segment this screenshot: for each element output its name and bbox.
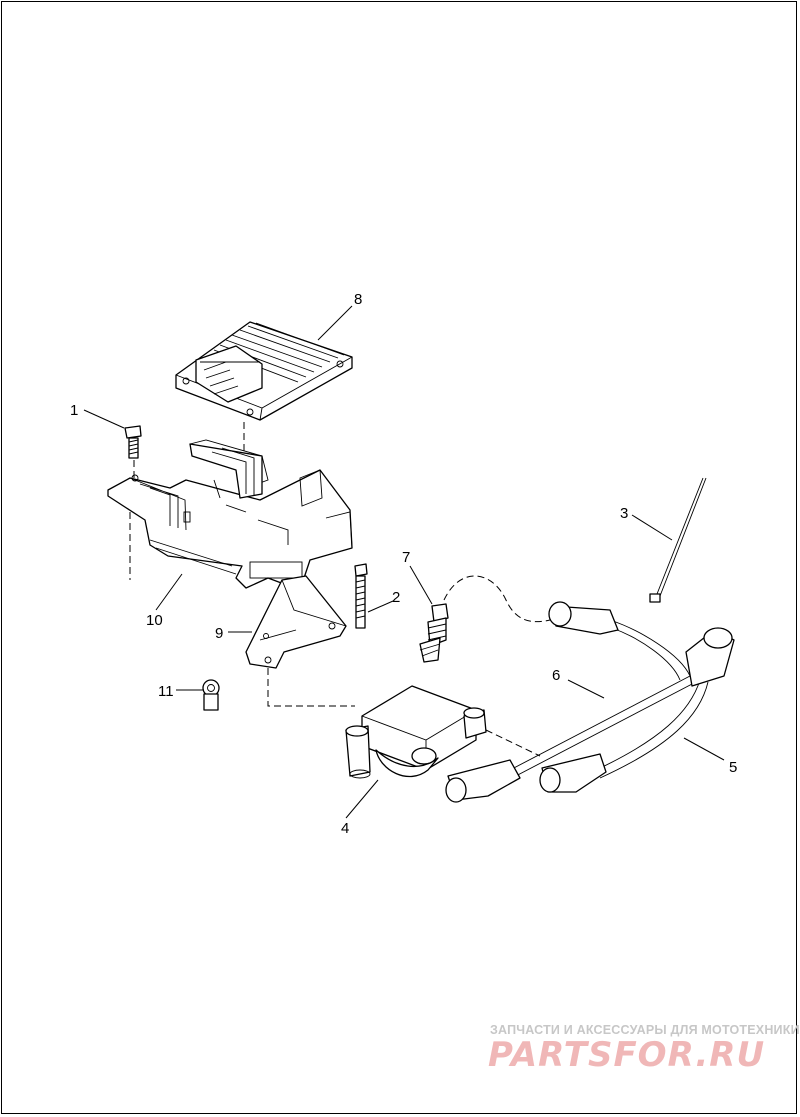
part-ecm-module bbox=[175, 321, 353, 421]
leader-8 bbox=[317, 305, 353, 341]
leader-6 bbox=[567, 679, 605, 699]
callout-7: 7 bbox=[402, 549, 410, 566]
callout-6: 6 bbox=[552, 667, 560, 684]
callout-3: 3 bbox=[620, 505, 628, 522]
watermark-tagline: ЗАПЧАСТИ И АКСЕССУАРЫ ДЛЯ МОТОТЕХНИКИ bbox=[490, 1023, 800, 1037]
leader-5 bbox=[683, 737, 725, 761]
leader-1 bbox=[83, 409, 125, 429]
callout-2: 2 bbox=[392, 589, 400, 606]
callout-4: 4 bbox=[341, 820, 349, 837]
callout-5: 5 bbox=[729, 759, 737, 776]
callout-1: 1 bbox=[70, 402, 78, 419]
part-screw bbox=[124, 425, 142, 459]
leader-3 bbox=[631, 514, 673, 541]
part-cable-clip bbox=[202, 679, 220, 711]
part-mounting-bracket bbox=[107, 439, 353, 591]
leader-10 bbox=[155, 573, 183, 611]
part-cable-tie bbox=[649, 477, 707, 603]
part-long-bolt bbox=[354, 563, 368, 629]
callout-8: 8 bbox=[354, 291, 362, 308]
part-spark-plug bbox=[419, 603, 449, 663]
leader-2 bbox=[367, 600, 394, 613]
callout-10: 10 bbox=[146, 612, 163, 629]
part-ignition-coil bbox=[345, 685, 487, 779]
part-bracket-plate bbox=[245, 575, 347, 669]
callout-9: 9 bbox=[215, 625, 223, 642]
leader-7 bbox=[409, 565, 433, 605]
part-plug-wires bbox=[445, 601, 735, 803]
watermark-logo: PARTSFOR.RU bbox=[488, 1035, 765, 1075]
callout-11: 11 bbox=[158, 683, 174, 700]
leader-4 bbox=[345, 779, 379, 819]
